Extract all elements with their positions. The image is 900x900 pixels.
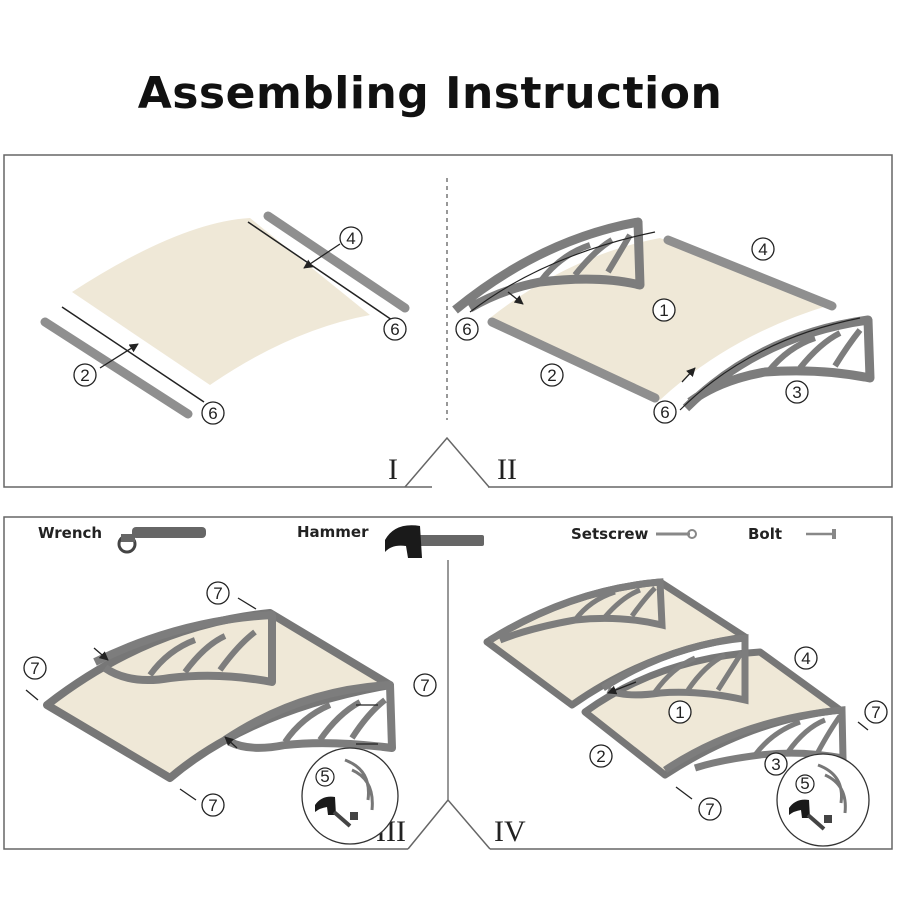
callout-7: 7: [23, 656, 47, 680]
step-2-illustration: 1 4 6 2 6 3: [452, 217, 875, 424]
callout-4: 4: [751, 237, 775, 261]
callout-1: 1: [668, 700, 692, 724]
callout-6: 6: [201, 401, 225, 425]
callout-1: 1: [652, 298, 676, 322]
svg-text:2: 2: [80, 366, 89, 385]
callout-7: 7: [864, 700, 888, 724]
tools-legend: Wrench Hammer Setscrew Bolt: [38, 523, 836, 558]
rail-2: [487, 317, 660, 403]
svg-text:6: 6: [462, 320, 471, 339]
bracket-front: [222, 681, 396, 752]
callout-5: 5: [315, 767, 335, 787]
svg-text:7: 7: [30, 659, 39, 678]
bolt-icon: [806, 529, 836, 539]
rail-4: [263, 211, 410, 313]
callout-2: 2: [589, 744, 613, 768]
wrench-icon: [117, 527, 206, 554]
svg-text:7: 7: [420, 676, 429, 695]
wrench-label: Wrench: [38, 524, 102, 542]
svg-text:3: 3: [792, 383, 801, 402]
bottom-panel: III IV: [3, 516, 893, 850]
callout-7: 7: [201, 793, 225, 817]
svg-text:6: 6: [208, 404, 217, 423]
page-title: Assembling Instruction: [137, 68, 723, 119]
svg-text:2: 2: [547, 366, 556, 385]
svg-text:4: 4: [346, 229, 355, 248]
callout-6: 6: [653, 400, 677, 424]
bracket-front: [682, 315, 875, 412]
setscrew-icon: [656, 529, 697, 539]
bracket-back: [452, 217, 645, 314]
hammer-label: Hammer: [297, 523, 369, 541]
callout-2: 2: [540, 363, 564, 387]
callout-2: 2: [73, 363, 97, 387]
callout-7: 7: [698, 797, 722, 821]
hammer-icon: [385, 525, 484, 558]
callout-4: 4: [794, 646, 818, 670]
callout-4: 4: [339, 226, 363, 250]
callout-7: 7: [413, 673, 437, 697]
svg-text:7: 7: [213, 584, 222, 603]
detail-bubble: 5: [301, 747, 399, 845]
svg-text:7: 7: [871, 703, 880, 722]
svg-text:5: 5: [800, 774, 809, 793]
step-4-label: IV: [494, 815, 526, 848]
bolt-label: Bolt: [748, 525, 782, 543]
svg-text:2: 2: [596, 747, 605, 766]
step-4-illustration: 4 1 7 2 3 7 5: [483, 578, 888, 847]
rail-4: [663, 235, 837, 311]
svg-text:1: 1: [675, 703, 684, 722]
polycarbonate-sheet: [72, 218, 370, 385]
setscrew-label: Setscrew: [571, 525, 649, 543]
top-panel: I II: [3, 154, 893, 488]
svg-text:7: 7: [705, 800, 714, 819]
rail-2: [40, 317, 193, 419]
callout-5: 5: [795, 774, 815, 794]
step-1-illustration: 4 6 2 6: [40, 211, 410, 425]
svg-text:4: 4: [801, 649, 810, 668]
svg-text:6: 6: [660, 403, 669, 422]
callout-3: 3: [764, 752, 788, 776]
svg-text:1: 1: [659, 301, 668, 320]
step-2-label: II: [497, 453, 517, 486]
svg-text:4: 4: [758, 240, 767, 259]
bracket-back: [93, 611, 276, 686]
step-1-label: I: [388, 453, 398, 486]
svg-text:7: 7: [208, 796, 217, 815]
callout-7: 7: [206, 581, 230, 605]
svg-text:5: 5: [320, 767, 329, 786]
callout-6: 6: [383, 317, 407, 341]
callout-6: 6: [455, 317, 479, 341]
step-3-illustration: 7 7 7 7 5: [23, 581, 437, 845]
svg-text:3: 3: [771, 755, 780, 774]
svg-text:6: 6: [390, 320, 399, 339]
callout-3: 3: [785, 380, 809, 404]
detail-bubble: 5: [776, 753, 870, 847]
